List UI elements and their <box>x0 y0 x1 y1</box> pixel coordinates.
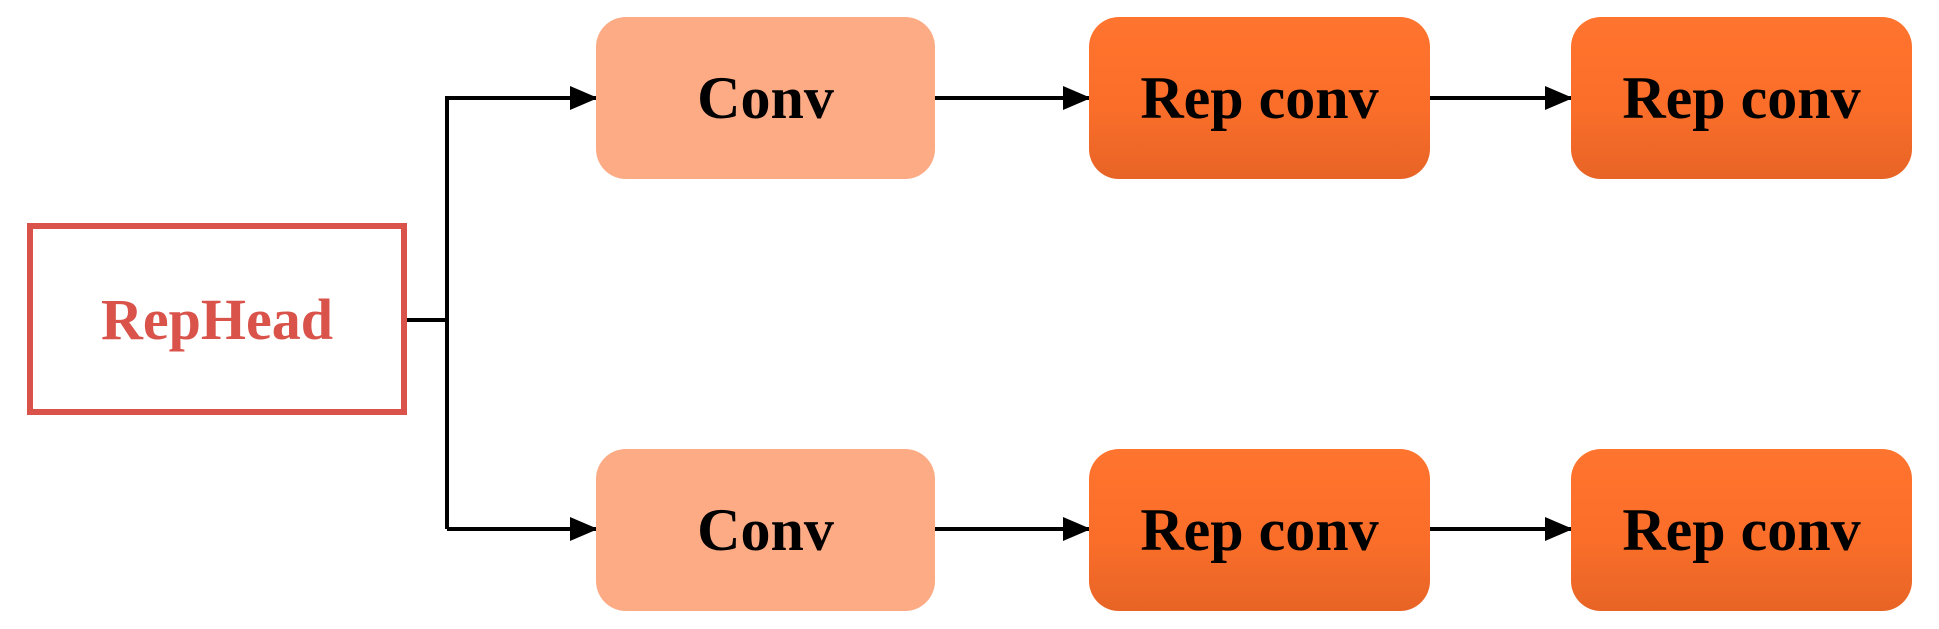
rep-conv-box-bottom-1: Rep conv <box>1089 449 1430 611</box>
conv-label-bottom: Conv <box>697 496 834 563</box>
rephead-label: RepHead <box>101 286 333 352</box>
rep-conv-label-bottom-1: Rep conv <box>1140 496 1379 563</box>
rep-conv-box-top-2: Rep conv <box>1571 17 1912 179</box>
conv-label-top: Conv <box>697 64 834 131</box>
rephead-box: RepHead <box>27 223 407 415</box>
rep-conv-label-top-2: Rep conv <box>1622 64 1861 131</box>
rep-conv-label-top-1: Rep conv <box>1140 64 1379 131</box>
conv-box-top: Conv <box>596 17 935 179</box>
conv-box-bottom: Conv <box>596 449 935 611</box>
rep-conv-label-bottom-2: Rep conv <box>1622 496 1861 563</box>
rep-conv-box-bottom-2: Rep conv <box>1571 449 1912 611</box>
rep-conv-box-top-1: Rep conv <box>1089 17 1430 179</box>
